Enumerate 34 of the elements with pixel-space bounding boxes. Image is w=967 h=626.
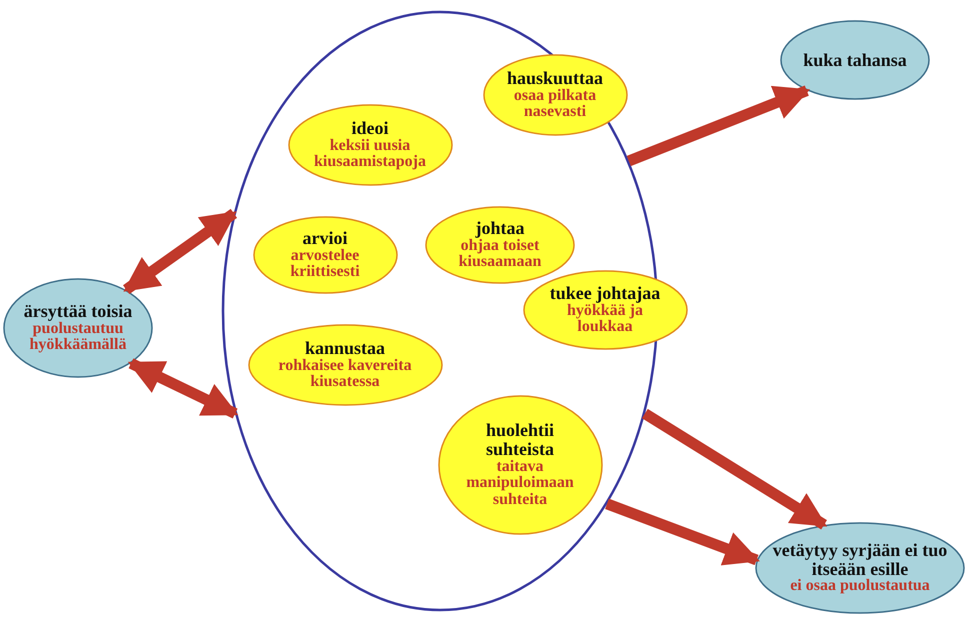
role-title: kannustaa [304, 338, 386, 358]
role-title: arvioi [302, 228, 348, 248]
role-ellipse [252, 216, 398, 294]
role-description: keksii uusia kiusaamistapoja [312, 138, 428, 172]
role-ellipse [438, 395, 602, 535]
outcome-ellipse [755, 522, 965, 614]
role-ellipse [522, 270, 688, 350]
role-description: osaa pilkata nasevasti [512, 88, 598, 122]
role-ellipse [248, 324, 442, 406]
role-title: hauskuuttaa [506, 68, 604, 88]
double-arrow [128, 358, 238, 419]
role-ellipse [482, 54, 628, 136]
role-title: ideoi [351, 118, 388, 138]
role-description: taitava manipuloimaan suhteita [465, 458, 575, 510]
role-title: johtaa [476, 218, 524, 238]
role-title: huolehtii suhteista [484, 420, 556, 459]
arrow [605, 498, 760, 566]
arrow [642, 408, 828, 530]
role-description: hyökkää ja loukkaa [566, 302, 644, 336]
role-description: rohkaisee kavereita kiusatessa [277, 358, 413, 392]
role-description: arvostelee kriittisesti [289, 248, 361, 282]
double-arrow [123, 208, 238, 294]
role-ellipse [425, 206, 575, 284]
outcome-ellipse [780, 20, 930, 100]
role-title: tukee johtajaa [550, 284, 660, 303]
role-description: puolustautuu hyökkäämällä [30, 320, 128, 354]
role-description: ei osaa puolustautua [790, 578, 930, 596]
role-ellipse [288, 104, 452, 186]
role-title: ärsyttää toisia [24, 302, 132, 321]
role-description: ohjaa toiset kiusaamaan [458, 238, 542, 272]
arrow [626, 86, 810, 166]
role-title: vetäytyy syrjään ei tuo itseään esille [772, 540, 948, 578]
role-title: kuka tahansa [803, 50, 907, 70]
outcome-ellipse [3, 278, 153, 378]
